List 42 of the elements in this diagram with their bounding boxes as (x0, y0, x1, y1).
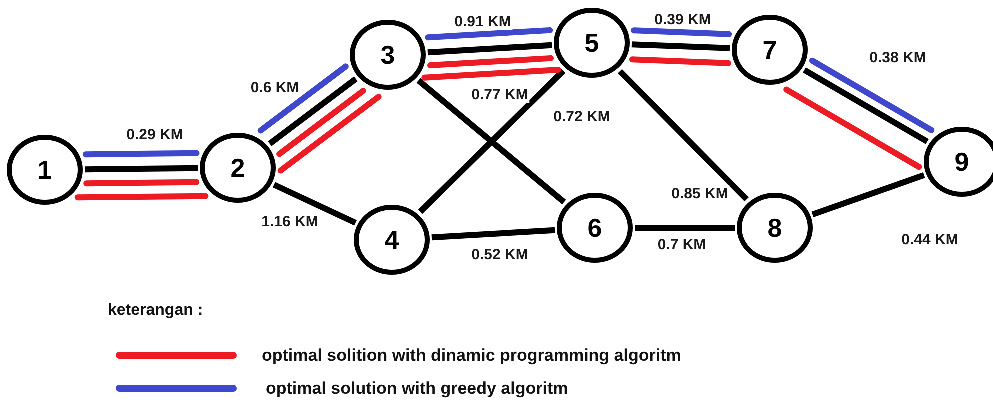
legend-heading: keterangan : (108, 302, 204, 320)
node-number: 2 (230, 152, 246, 184)
highlight-line (629, 56, 732, 66)
node-number: 3 (380, 40, 396, 70)
connector-line (803, 68, 929, 144)
node-number: 9 (954, 146, 970, 178)
highlight-line (631, 28, 732, 38)
highlight-line (809, 58, 935, 134)
highlight-line (258, 64, 349, 134)
connector-line (635, 225, 735, 231)
edge-label: 0.91 KM (454, 14, 512, 30)
node-circle (554, 8, 630, 78)
node-circle (350, 20, 426, 90)
node-number: 1 (38, 154, 52, 186)
edge-label: 0.39 KM (654, 12, 712, 28)
node-circle (200, 133, 276, 203)
connector-line (618, 69, 749, 202)
highlight-line (74, 193, 209, 201)
highlight-line (276, 88, 366, 158)
highlight-line (82, 150, 200, 158)
connector-line (632, 42, 730, 52)
highlight-line (84, 179, 200, 187)
node-circle (924, 127, 993, 197)
connector-line (428, 42, 552, 56)
node-number: 8 (768, 212, 782, 244)
connector-line (272, 182, 358, 226)
node-number: 4 (384, 224, 400, 256)
legend-text: optimal solition with dinamic programming algoritm (262, 346, 682, 366)
highlight-line (784, 86, 922, 170)
connector-line (812, 172, 926, 218)
highlight-line (428, 55, 554, 69)
edge-label: 0.77 KM (470, 86, 530, 104)
legend-text: optimal solution with greedy algoritm (266, 379, 568, 399)
highlight-line (278, 94, 382, 174)
node-number: 7 (762, 34, 778, 66)
highlight-line (425, 27, 554, 41)
connector-line (268, 76, 358, 146)
node-number: 6 (588, 212, 602, 244)
node-number: 5 (584, 28, 600, 58)
connector-line (432, 227, 556, 241)
highlight-line (422, 67, 562, 81)
connector-line (84, 165, 198, 173)
